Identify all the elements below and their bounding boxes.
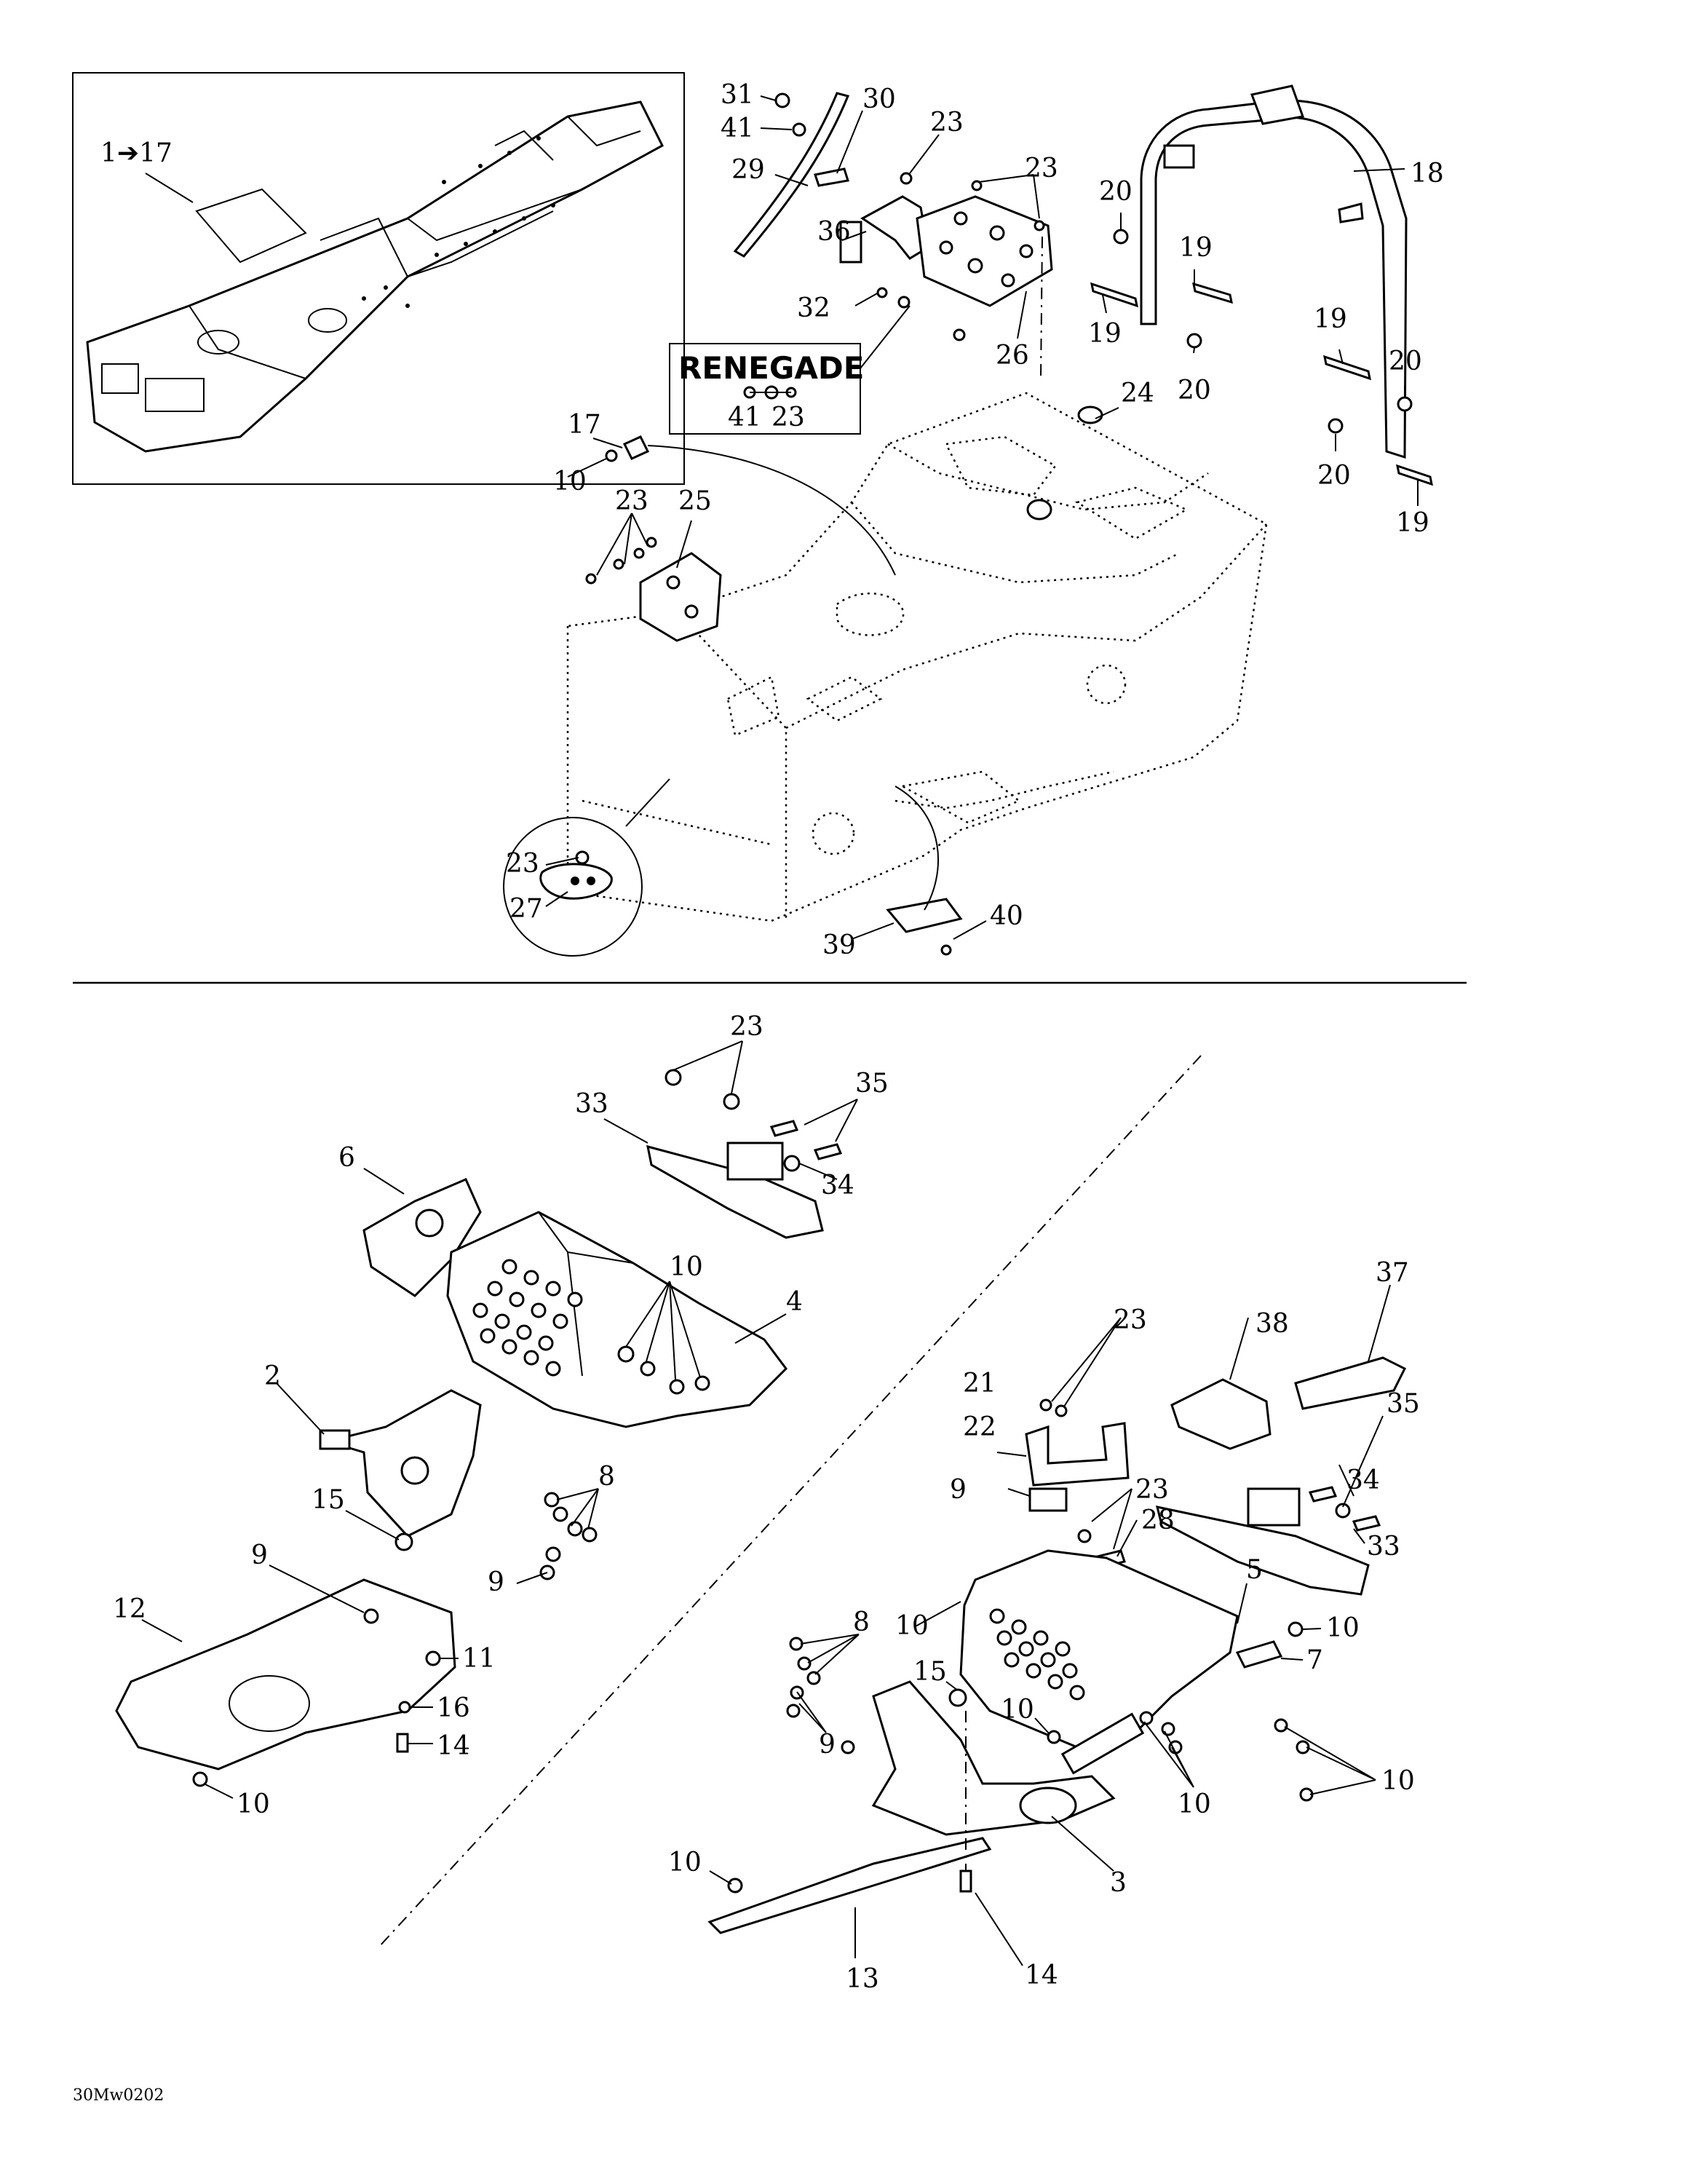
callout-41: 41 <box>721 114 754 143</box>
callout-10-h: 10 <box>1381 1766 1415 1796</box>
callout-10-d: 10 <box>895 1611 929 1641</box>
callout-26: 26 <box>996 341 1029 371</box>
callout-17: 17 <box>568 410 601 440</box>
callout-10-c: 10 <box>237 1789 270 1819</box>
callout-14-b: 14 <box>1025 1961 1058 1990</box>
callout-23-g: 23 <box>1135 1475 1169 1505</box>
callout-3: 3 <box>1110 1868 1127 1898</box>
callout-30: 30 <box>862 84 896 114</box>
callout-34-b: 34 <box>1346 1465 1380 1495</box>
renegade-part-23: 23 <box>771 403 805 432</box>
callout-10-e: 10 <box>1326 1613 1360 1643</box>
callout-4: 4 <box>786 1287 803 1317</box>
callout-10-b: 10 <box>670 1252 703 1282</box>
callout-20-c: 20 <box>1389 347 1422 376</box>
renegade-variant-box: RENEGADE 41 23 <box>669 305 911 435</box>
callout-36: 36 <box>817 217 851 247</box>
callout-32: 32 <box>797 293 830 323</box>
callout-13: 13 <box>846 1964 879 1994</box>
callout-34-a: 34 <box>821 1171 854 1200</box>
callout-10-f: 10 <box>1001 1695 1034 1725</box>
callout-29: 29 <box>731 155 765 185</box>
callout-16: 16 <box>437 1693 470 1723</box>
callout-39: 39 <box>822 930 856 960</box>
callout-9-c: 9 <box>950 1475 967 1505</box>
callout-33-a: 33 <box>575 1089 608 1119</box>
main-frame-dotted <box>503 392 1268 957</box>
callout-35-a: 35 <box>855 1069 889 1099</box>
callout-18: 18 <box>1411 159 1444 189</box>
inset-frame-overview: 1➔17 <box>72 72 685 485</box>
callout-9-b: 9 <box>251 1540 268 1570</box>
callout-27: 27 <box>509 894 543 924</box>
callout-23-b: 23 <box>1025 154 1058 183</box>
callout-23-e: 23 <box>730 1012 763 1042</box>
callout-20-b: 20 <box>1178 376 1211 405</box>
callout-7: 7 <box>1306 1645 1323 1675</box>
callout-15-b: 15 <box>913 1657 947 1687</box>
callout-20-a: 20 <box>1099 177 1132 207</box>
callout-37: 37 <box>1376 1258 1409 1288</box>
callout-8-b: 8 <box>853 1607 870 1637</box>
callout-15-a: 15 <box>312 1485 345 1515</box>
grab-handle-assembly <box>1090 84 1433 486</box>
callout-19-d: 19 <box>1396 508 1429 538</box>
callout-11: 11 <box>462 1644 496 1674</box>
callout-19-a: 19 <box>1179 233 1213 263</box>
callout-10-i: 10 <box>668 1848 702 1878</box>
callout-23-c: 23 <box>615 486 648 516</box>
callout-40: 40 <box>990 901 1023 931</box>
renegade-part-41: 41 <box>728 403 761 432</box>
callout-19-c: 19 <box>1314 304 1347 334</box>
callout-6: 6 <box>338 1143 355 1173</box>
callout-labels: 31 41 30 29 23 23 36 32 26 18 20 19 19 2… <box>73 80 1444 2105</box>
callout-5: 5 <box>1246 1555 1263 1585</box>
callout-9-a: 9 <box>488 1567 504 1597</box>
callout-14-a: 14 <box>437 1731 470 1761</box>
callout-22: 22 <box>963 1412 996 1442</box>
callout-21: 21 <box>963 1369 996 1398</box>
top-center-parts <box>733 92 1053 379</box>
diagram-code: 30Mw0202 <box>73 2086 164 2105</box>
callout-35-b: 35 <box>1387 1389 1420 1419</box>
callout-33-b: 33 <box>1367 1532 1400 1562</box>
callout-23-f: 23 <box>1114 1305 1147 1335</box>
callout-38: 38 <box>1255 1309 1289 1339</box>
callout-10-g: 10 <box>1178 1789 1211 1819</box>
leader-lines <box>141 95 1419 1966</box>
callout-24: 24 <box>1121 379 1154 408</box>
callout-8-a: 8 <box>598 1462 615 1492</box>
callout-10-a: 10 <box>553 467 587 496</box>
callout-25: 25 <box>678 486 712 516</box>
right-skid-assembly <box>707 1356 1407 1934</box>
callout-31: 31 <box>721 80 754 110</box>
inset-label: 1➔17 <box>100 138 172 168</box>
callout-2: 2 <box>264 1361 281 1391</box>
callout-9-d: 9 <box>819 1730 836 1760</box>
callout-20-d: 20 <box>1317 461 1351 491</box>
callout-23-a: 23 <box>930 108 964 138</box>
callout-12: 12 <box>113 1594 146 1624</box>
callout-19-b: 19 <box>1088 319 1122 349</box>
left-skid-assembly <box>115 1069 843 1787</box>
callout-23-d: 23 <box>506 849 539 879</box>
renegade-title: RENEGADE <box>678 350 864 386</box>
callout-28: 28 <box>1141 1506 1175 1535</box>
